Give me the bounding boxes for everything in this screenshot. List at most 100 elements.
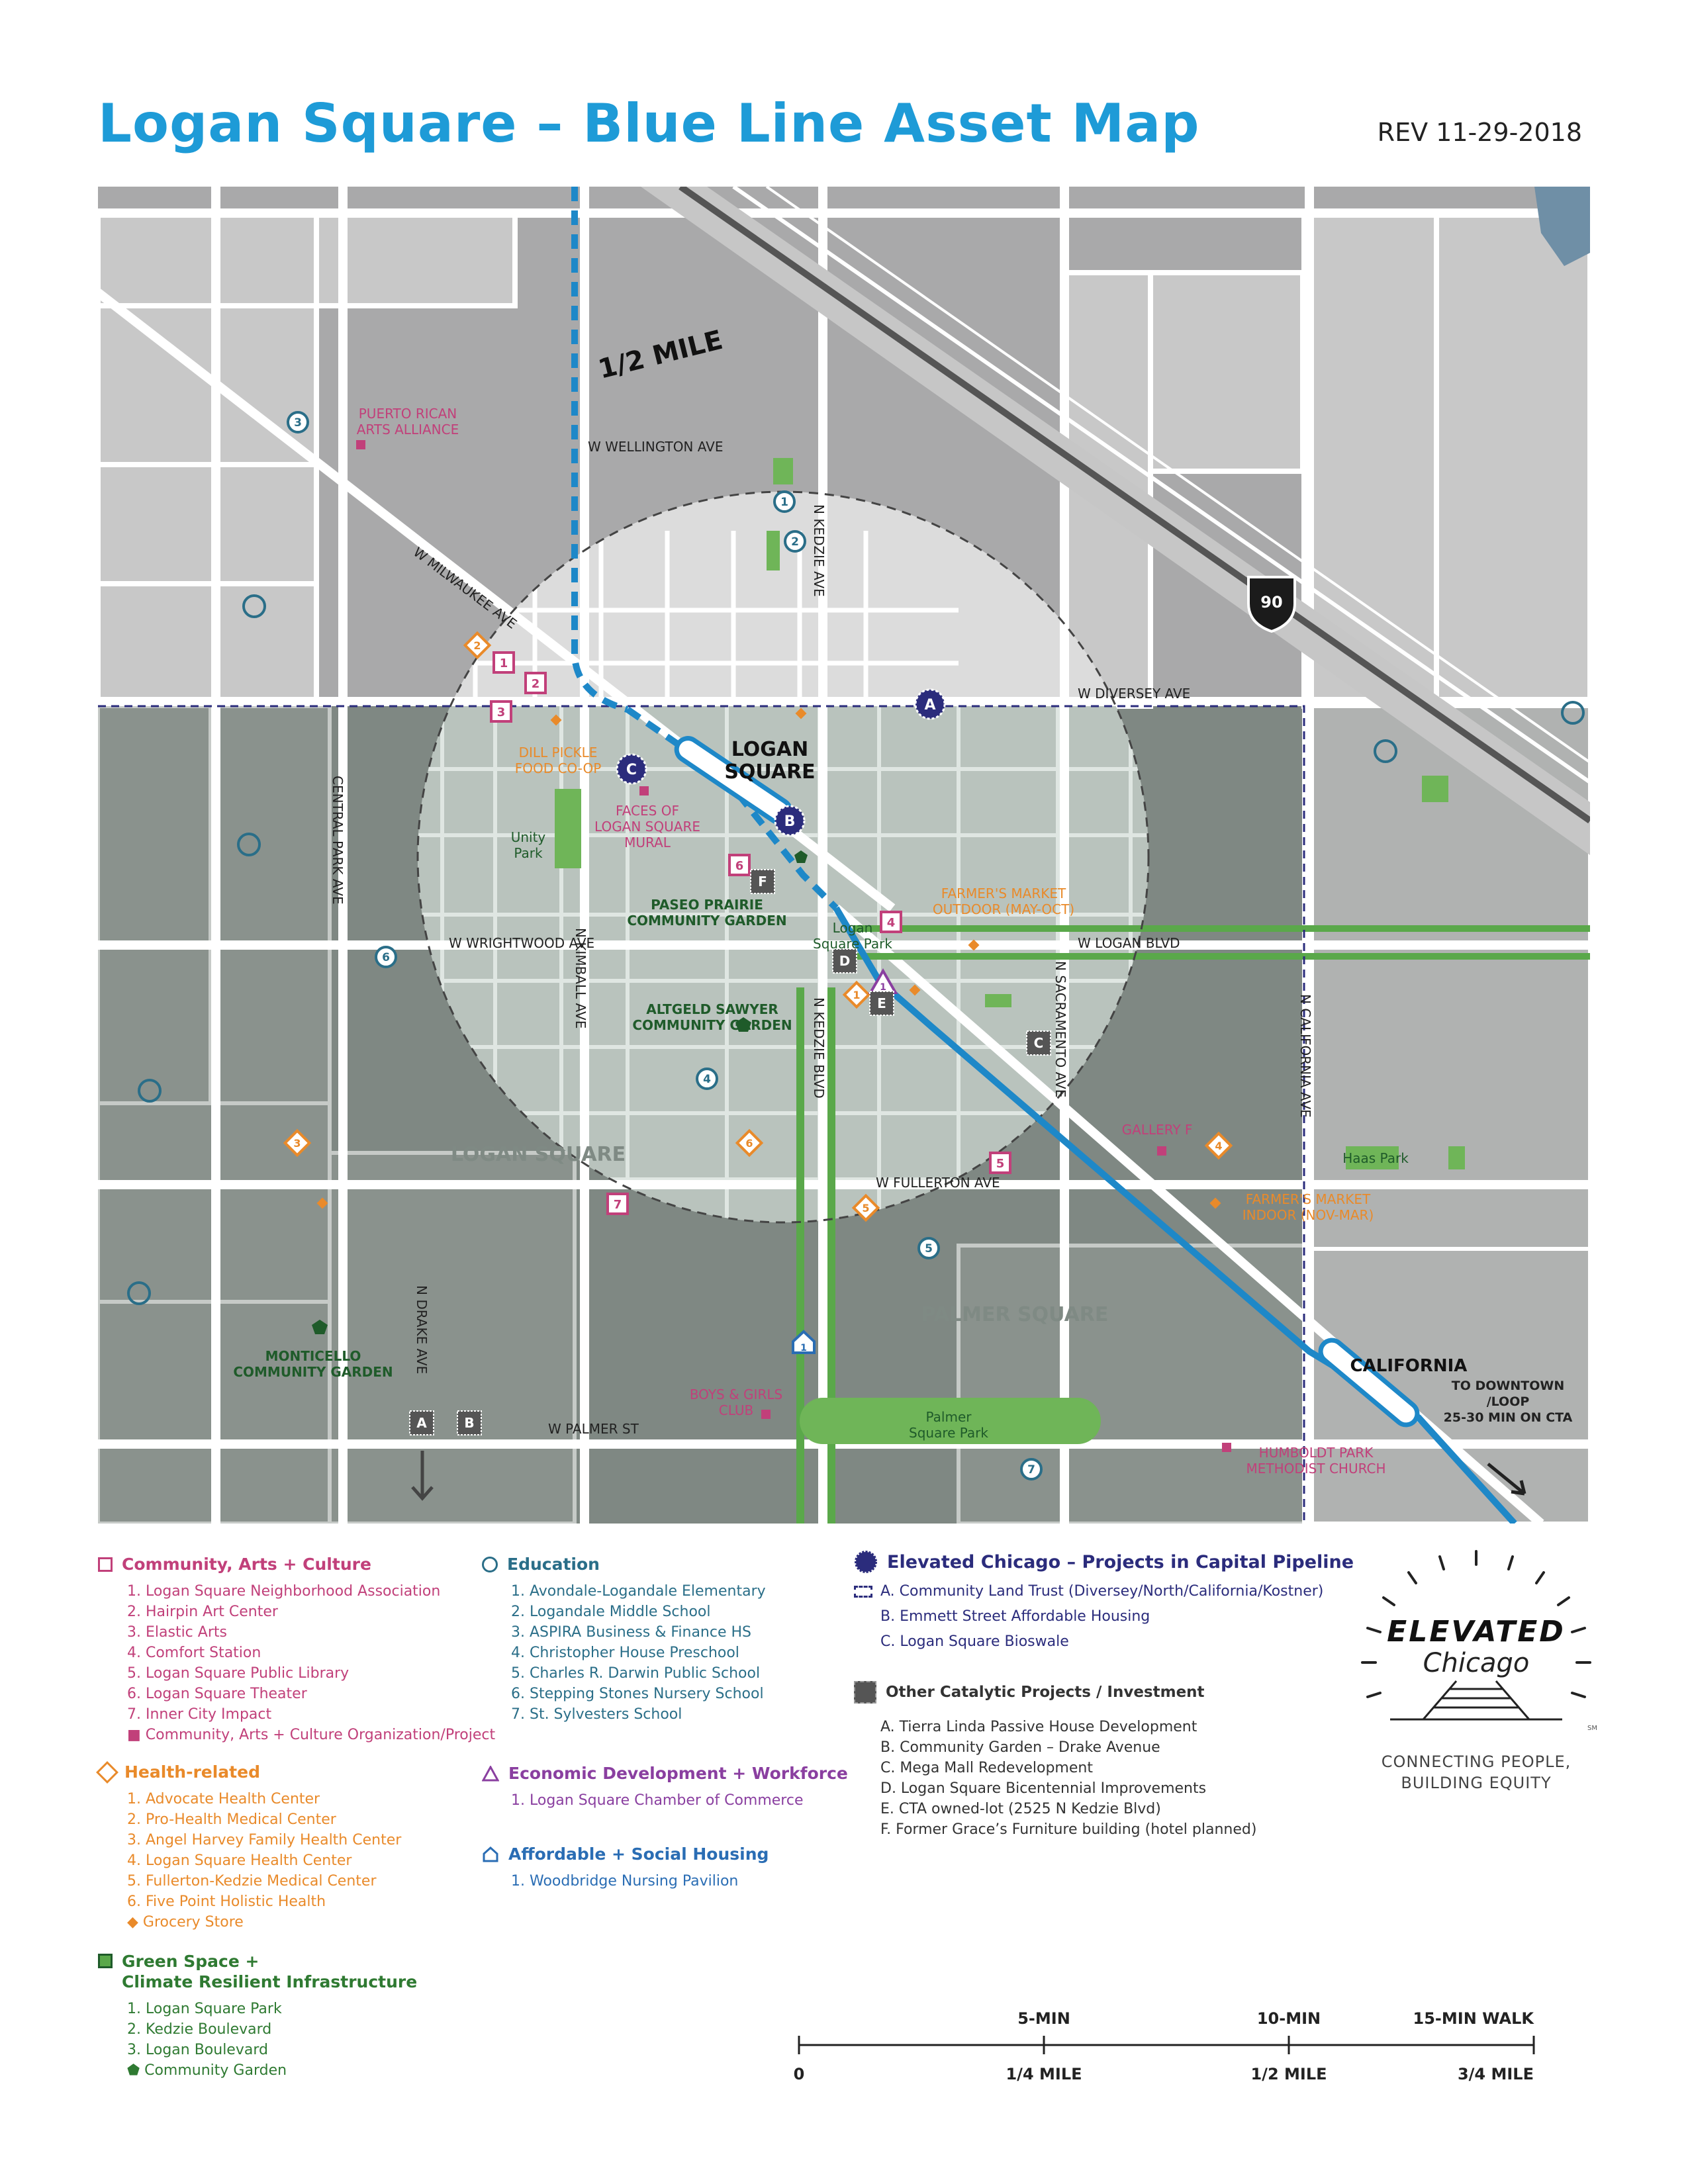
- education-markers: 1 2 3 4 5 6 7: [287, 411, 1043, 1480]
- logo-tagline-line: CONNECTING PEOPLE,: [1381, 1752, 1571, 1771]
- svg-text:6: 6: [735, 859, 744, 873]
- legend-education-item: 6. Stepping Stones Nursery School: [511, 1686, 764, 1702]
- culture-marker-5: 5: [989, 1152, 1011, 1174]
- svg-text:C: C: [626, 762, 637, 778]
- logo-chicago: Chicago: [1423, 1648, 1530, 1678]
- culture-marker-3: 3: [490, 700, 512, 723]
- catalytic-marker-a: A: [409, 1410, 434, 1435]
- education-circle-icon: [482, 1556, 498, 1572]
- catalytic-marker-c: C: [1026, 1030, 1051, 1056]
- svg-text:B: B: [464, 1415, 474, 1431]
- legend-catalytic: Other Catalytic Projects / Investment A.…: [854, 1681, 1256, 1840]
- community-boundary-icon: [854, 1586, 872, 1598]
- legend-education-item: 4. Christopher House Preschool: [511, 1645, 739, 1661]
- pipeline-markers: A B C: [616, 688, 946, 837]
- legend-culture-item: 5. Logan Square Public Library: [127, 1665, 350, 1682]
- health-marker-4: 4: [1204, 1131, 1233, 1160]
- logo-tagline-line: BUILDING EQUITY: [1401, 1774, 1552, 1792]
- legend-catalytic-item: E. CTA owned-lot (2525 N Kedzie Blvd): [880, 1801, 1161, 1817]
- catalytic-square-icon: [854, 1681, 876, 1704]
- legend-culture-item: 1. Logan Square Neighborhood Association: [127, 1583, 441, 1600]
- legend-culture-item: ■ Community, Arts + Culture Organization…: [127, 1727, 496, 1743]
- svg-text:7: 7: [1027, 1463, 1035, 1477]
- legend-education: Education 1. Avondale-Logandale Elementa…: [482, 1554, 766, 1725]
- legend-catalytic-item: B. Community Garden – Drake Avenue: [880, 1739, 1160, 1756]
- legend-econ-title: Economic Development + Workforce: [508, 1764, 848, 1783]
- catalytic-marker-f: F: [750, 869, 775, 894]
- svg-text:E: E: [877, 995, 886, 1011]
- street-labels: W WELLINGTON AVE W MILWAUKEE AVE W DIVER…: [330, 439, 1313, 1437]
- label-logan-square-area: LOGAN SQUARE: [451, 1143, 626, 1166]
- south-blocks: [98, 704, 1306, 1524]
- legend-education-item: 1. Avondale-Logandale Elementary: [511, 1583, 766, 1600]
- health-marker-2: 2: [463, 631, 492, 660]
- legend-catalytic-item: D. Logan Square Bicentennial Improvement…: [880, 1780, 1207, 1797]
- arrow-to-downtown-icon: [1487, 1463, 1526, 1496]
- svg-text:4: 4: [1215, 1140, 1222, 1152]
- health-markers: 1 2 3 4 5 6: [283, 631, 1233, 1222]
- health-marker-5: 5: [851, 1193, 880, 1222]
- svg-text:F: F: [758, 874, 767, 889]
- street-kedzie-blvd: N KEDZIE BLVD: [811, 997, 827, 1099]
- legend-health-item: ◆ Grocery Store: [127, 1914, 244, 1931]
- svg-text:4: 4: [703, 1073, 711, 1086]
- legend-culture-item: 4. Comfort Station: [127, 1645, 261, 1661]
- blue-line-underground-north: [571, 187, 629, 713]
- svg-text:2: 2: [791, 535, 799, 549]
- label-california-station: CALIFORNIA: [1350, 1356, 1468, 1376]
- legend-housing: Affordable + Social Housing 1. Woodbridg…: [482, 1844, 769, 1891]
- map-canvas[interactable]: 90 W WELLINGTON AVE W MILWAUKEE AVE W DI…: [98, 187, 1590, 1524]
- legend-health-item: 1. Advocate Health Center: [127, 1791, 320, 1807]
- education-marker-4: 4: [696, 1068, 718, 1090]
- street-wrightwood: W WRIGHTWOOD AVE: [449, 935, 594, 951]
- street-kedzie-ave: N KEDZIE AVE: [811, 504, 827, 597]
- legend-culture-item: 7. Inner City Impact: [127, 1706, 272, 1723]
- logo-elevated: ELEVATED: [1387, 1615, 1566, 1649]
- pipeline-marker-a: A: [914, 688, 946, 720]
- svg-text:6: 6: [745, 1137, 753, 1150]
- scale-label-10min: 10-MIN: [1257, 2009, 1321, 2028]
- culture-marker-7: 7: [606, 1193, 629, 1215]
- culture-markers: 1 2 3 4 5 6 7: [490, 651, 1011, 1215]
- legend-pipeline-title: Elevated Chicago – Projects in Capital P…: [887, 1551, 1354, 1572]
- svg-text:5: 5: [925, 1242, 933, 1255]
- legend-catalytic-item: A. Tierra Linda Passive House Developmen…: [880, 1719, 1197, 1735]
- legend-health-item: 3. Angel Harvey Family Health Center: [127, 1832, 402, 1848]
- legend-catalytic-item: C. Mega Mall Redevelopment: [880, 1760, 1093, 1776]
- blue-line-elevated: [833, 906, 1517, 1524]
- legend-health-item: 2. Pro-Health Medical Center: [127, 1811, 336, 1828]
- svg-text:7: 7: [614, 1198, 622, 1212]
- health-marker-1: 1: [842, 980, 871, 1009]
- label-gallery-f: GALLERY F: [1122, 1122, 1193, 1138]
- legend-health-item: 6. Five Point Holistic Health: [127, 1893, 326, 1910]
- pipeline-marker-c: C: [616, 753, 647, 785]
- legend-green: Green Space +Climate Resilient Infrastru…: [98, 1951, 417, 2081]
- california-station: [1318, 1338, 1420, 1428]
- east-blocks: [1302, 704, 1590, 1524]
- other-school-icons: [127, 594, 1585, 1305]
- legend-catalytic-title: Other Catalytic Projects / Investment: [886, 1683, 1205, 1701]
- street-diversey: W DIVERSEY AVE: [1078, 686, 1190, 702]
- legend-education-item: 5. Charles R. Darwin Public School: [511, 1665, 761, 1682]
- legend-pipeline-item: B. Emmett Street Affordable Housing: [880, 1608, 1150, 1625]
- housing-marker-1: 1: [792, 1330, 816, 1354]
- legend-culture-item: 6. Logan Square Theater: [127, 1686, 307, 1702]
- culture-marker-4: 4: [880, 911, 902, 933]
- street-fullerton: W FULLERTON AVE: [876, 1175, 1000, 1191]
- elevated-chicago-logo: ELEVATED Chicago SM CONNECTING PEOPLE, B…: [1350, 1542, 1602, 1820]
- revision-date: REV 11-29-2018: [1377, 118, 1582, 147]
- green-square-icon: [98, 1954, 113, 1968]
- parks: [555, 458, 1465, 1444]
- svg-text:A: A: [924, 697, 935, 713]
- legend-health: Health-related 1. Advocate Health Center…: [96, 1760, 402, 1933]
- scale-label-half: 1/2 MILE: [1250, 2065, 1327, 2083]
- legend-pipeline-item: A. Community Land Trust (Diversey/North/…: [880, 1583, 1324, 1600]
